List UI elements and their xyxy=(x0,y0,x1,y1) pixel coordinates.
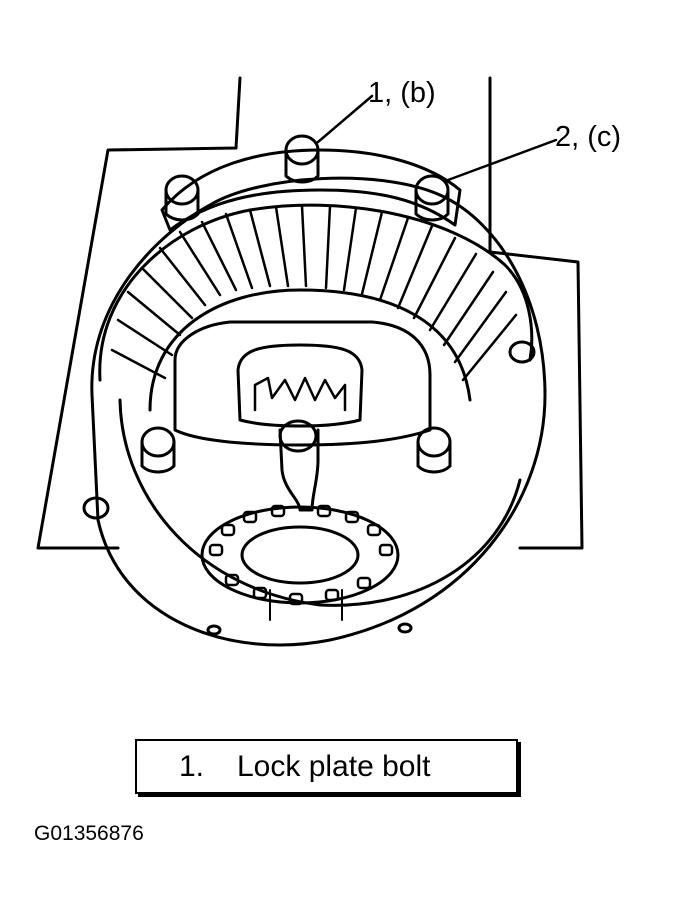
differential-window xyxy=(236,343,364,428)
lock-plate-bolt xyxy=(278,419,318,453)
leader-line-1 xyxy=(316,94,374,144)
differential-assembly-drawing xyxy=(36,76,584,647)
bearing-guide-lines xyxy=(269,589,343,621)
housing-flange xyxy=(118,398,522,607)
ring-gear-teeth xyxy=(110,204,518,382)
callout-label-2: 2, (c) xyxy=(555,121,622,153)
housing-hole-left xyxy=(206,624,222,636)
legend-number: 1. xyxy=(179,749,205,783)
ring-gear-outer xyxy=(98,203,534,382)
mounting-plate xyxy=(36,76,584,550)
figure-id: G01356876 xyxy=(34,822,144,845)
legend-box: 1. Lock plate bolt xyxy=(135,739,518,794)
ring-gear-inner xyxy=(148,288,472,412)
bearing-cap xyxy=(160,148,462,232)
pinion-gear-teeth xyxy=(253,376,347,412)
bolts xyxy=(82,134,536,520)
legend-text: Lock plate bolt xyxy=(237,749,431,783)
lock-plate xyxy=(278,428,320,512)
callout-label-1: 1, (b) xyxy=(368,77,436,109)
leader-line-2 xyxy=(446,138,558,182)
housing-hole-right xyxy=(397,622,413,634)
adjuster-notches xyxy=(208,504,394,606)
side-bearing xyxy=(240,525,360,585)
